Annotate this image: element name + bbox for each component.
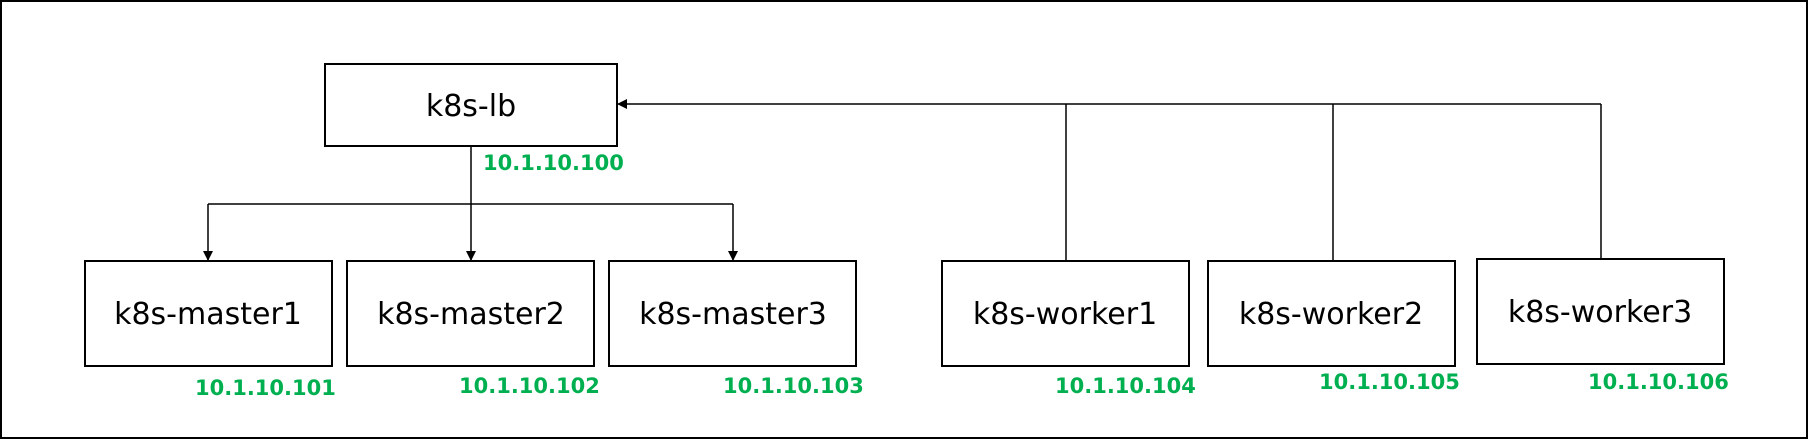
- lb-to-masters-connectors: [203, 146, 738, 261]
- node-k8s-worker3: k8s-worker3 10.1.10.106: [1476, 258, 1729, 394]
- node-k8s-master1: k8s-master1 10.1.10.101: [84, 260, 336, 400]
- node-k8s-worker2: k8s-worker2 10.1.10.105: [1207, 260, 1460, 394]
- node-ip: 10.1.10.104: [1055, 374, 1196, 398]
- node-label: k8s-master1: [114, 297, 302, 332]
- node-ip: 10.1.10.106: [1588, 370, 1729, 394]
- node-box: [941, 260, 1190, 367]
- node-box: [1207, 260, 1456, 367]
- node-k8s-worker1: k8s-worker1 10.1.10.104: [941, 260, 1196, 398]
- node-label: k8s-worker2: [1239, 297, 1423, 332]
- node-ip: 10.1.10.103: [723, 374, 864, 398]
- node-k8s-lb: k8s-lb 10.1.10.100: [324, 63, 624, 175]
- node-ip: 10.1.10.105: [1319, 370, 1460, 394]
- node-ip: 10.1.10.100: [483, 151, 624, 175]
- node-label: k8s-master3: [639, 297, 827, 332]
- node-ip: 10.1.10.102: [459, 374, 600, 398]
- node-k8s-master2: k8s-master2 10.1.10.102: [346, 260, 600, 398]
- workers-to-lb-connectors: [617, 99, 1602, 261]
- node-ip: 10.1.10.101: [195, 376, 336, 400]
- node-box: [1476, 258, 1725, 365]
- node-box: [84, 260, 333, 367]
- node-label: k8s-worker3: [1508, 295, 1692, 330]
- node-box: [346, 260, 595, 367]
- node-box: [608, 260, 857, 367]
- node-label: k8s-lb: [426, 89, 516, 124]
- node-label: k8s-worker1: [973, 297, 1157, 332]
- node-k8s-master3: k8s-master3 10.1.10.103: [608, 260, 864, 398]
- node-label: k8s-master2: [377, 297, 565, 332]
- node-box: [324, 63, 618, 147]
